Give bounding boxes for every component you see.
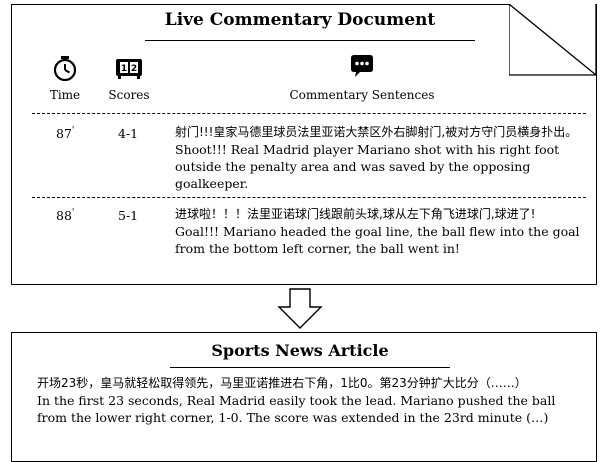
article-body-zh: 开场23秒，皇马就轻松取得领先，马里亚诺推进右下角，1比0。第23分钟扩大比分（… <box>37 376 527 390</box>
row-1-time-mark: ' <box>71 126 75 136</box>
row-2-sentence: 进球啦！！！法里亚诺球门线跟前头球,球从左下角飞进球门,球进了! Goal!!!… <box>175 206 590 257</box>
document-title-rule <box>145 40 475 41</box>
row-2-sentence-en: Goal!!! Mariano headed the goal line, th… <box>175 224 580 256</box>
clock-icon <box>53 56 77 82</box>
header-commentary-sentences: Commentary Sentences <box>289 88 435 102</box>
scoreboard-icon: 1 2 <box>116 59 142 79</box>
chat-bubble-icon <box>351 55 373 77</box>
row-2-time-value: 88 <box>56 208 72 224</box>
scoreboard-digit-right: 2 <box>131 64 137 74</box>
row-1-time: 87' <box>56 126 74 141</box>
row-1-time-value: 87 <box>56 126 72 142</box>
article-title: Sports News Article <box>211 341 389 360</box>
article-body: 开场23秒，皇马就轻松取得领先，马里亚诺推进右下角，1比0。第23分钟扩大比分（… <box>37 375 587 426</box>
folded-corner-icon <box>509 4 597 76</box>
news-article-box <box>11 332 597 462</box>
row-1-sentence-zh: 射门!!!皇家马德里球员法里亚诺大禁区外右脚射门,被对方守门员横身扑出。 <box>175 125 578 139</box>
scoreboard-digit-left: 1 <box>121 64 127 74</box>
row-2-score: 5-1 <box>118 208 139 223</box>
article-body-en: In the first 23 seconds, Real Madrid eas… <box>37 393 556 425</box>
row-1-sentence: 射门!!!皇家马德里球员法里亚诺大禁区外右脚射门,被对方守门员横身扑出。 Sho… <box>175 124 590 192</box>
row-1-sentence-en: Shoot!!! Real Madrid player Mariano shot… <box>175 142 560 191</box>
row-2-time: 88' <box>56 208 74 223</box>
article-title-rule <box>170 367 450 368</box>
down-arrow-icon <box>277 288 323 329</box>
header-divider <box>32 113 586 114</box>
document-title: Live Commentary Document <box>164 10 436 30</box>
header-time: Time <box>49 88 81 102</box>
header-scores: Scores <box>108 88 150 102</box>
row-2-time-mark: ' <box>71 208 75 218</box>
row-divider <box>32 197 586 198</box>
row-2-sentence-zh: 进球啦！！！法里亚诺球门线跟前头球,球从左下角飞进球门,球进了! <box>175 207 536 221</box>
row-1-score: 4-1 <box>118 126 139 141</box>
commentary-document-box <box>11 4 597 285</box>
